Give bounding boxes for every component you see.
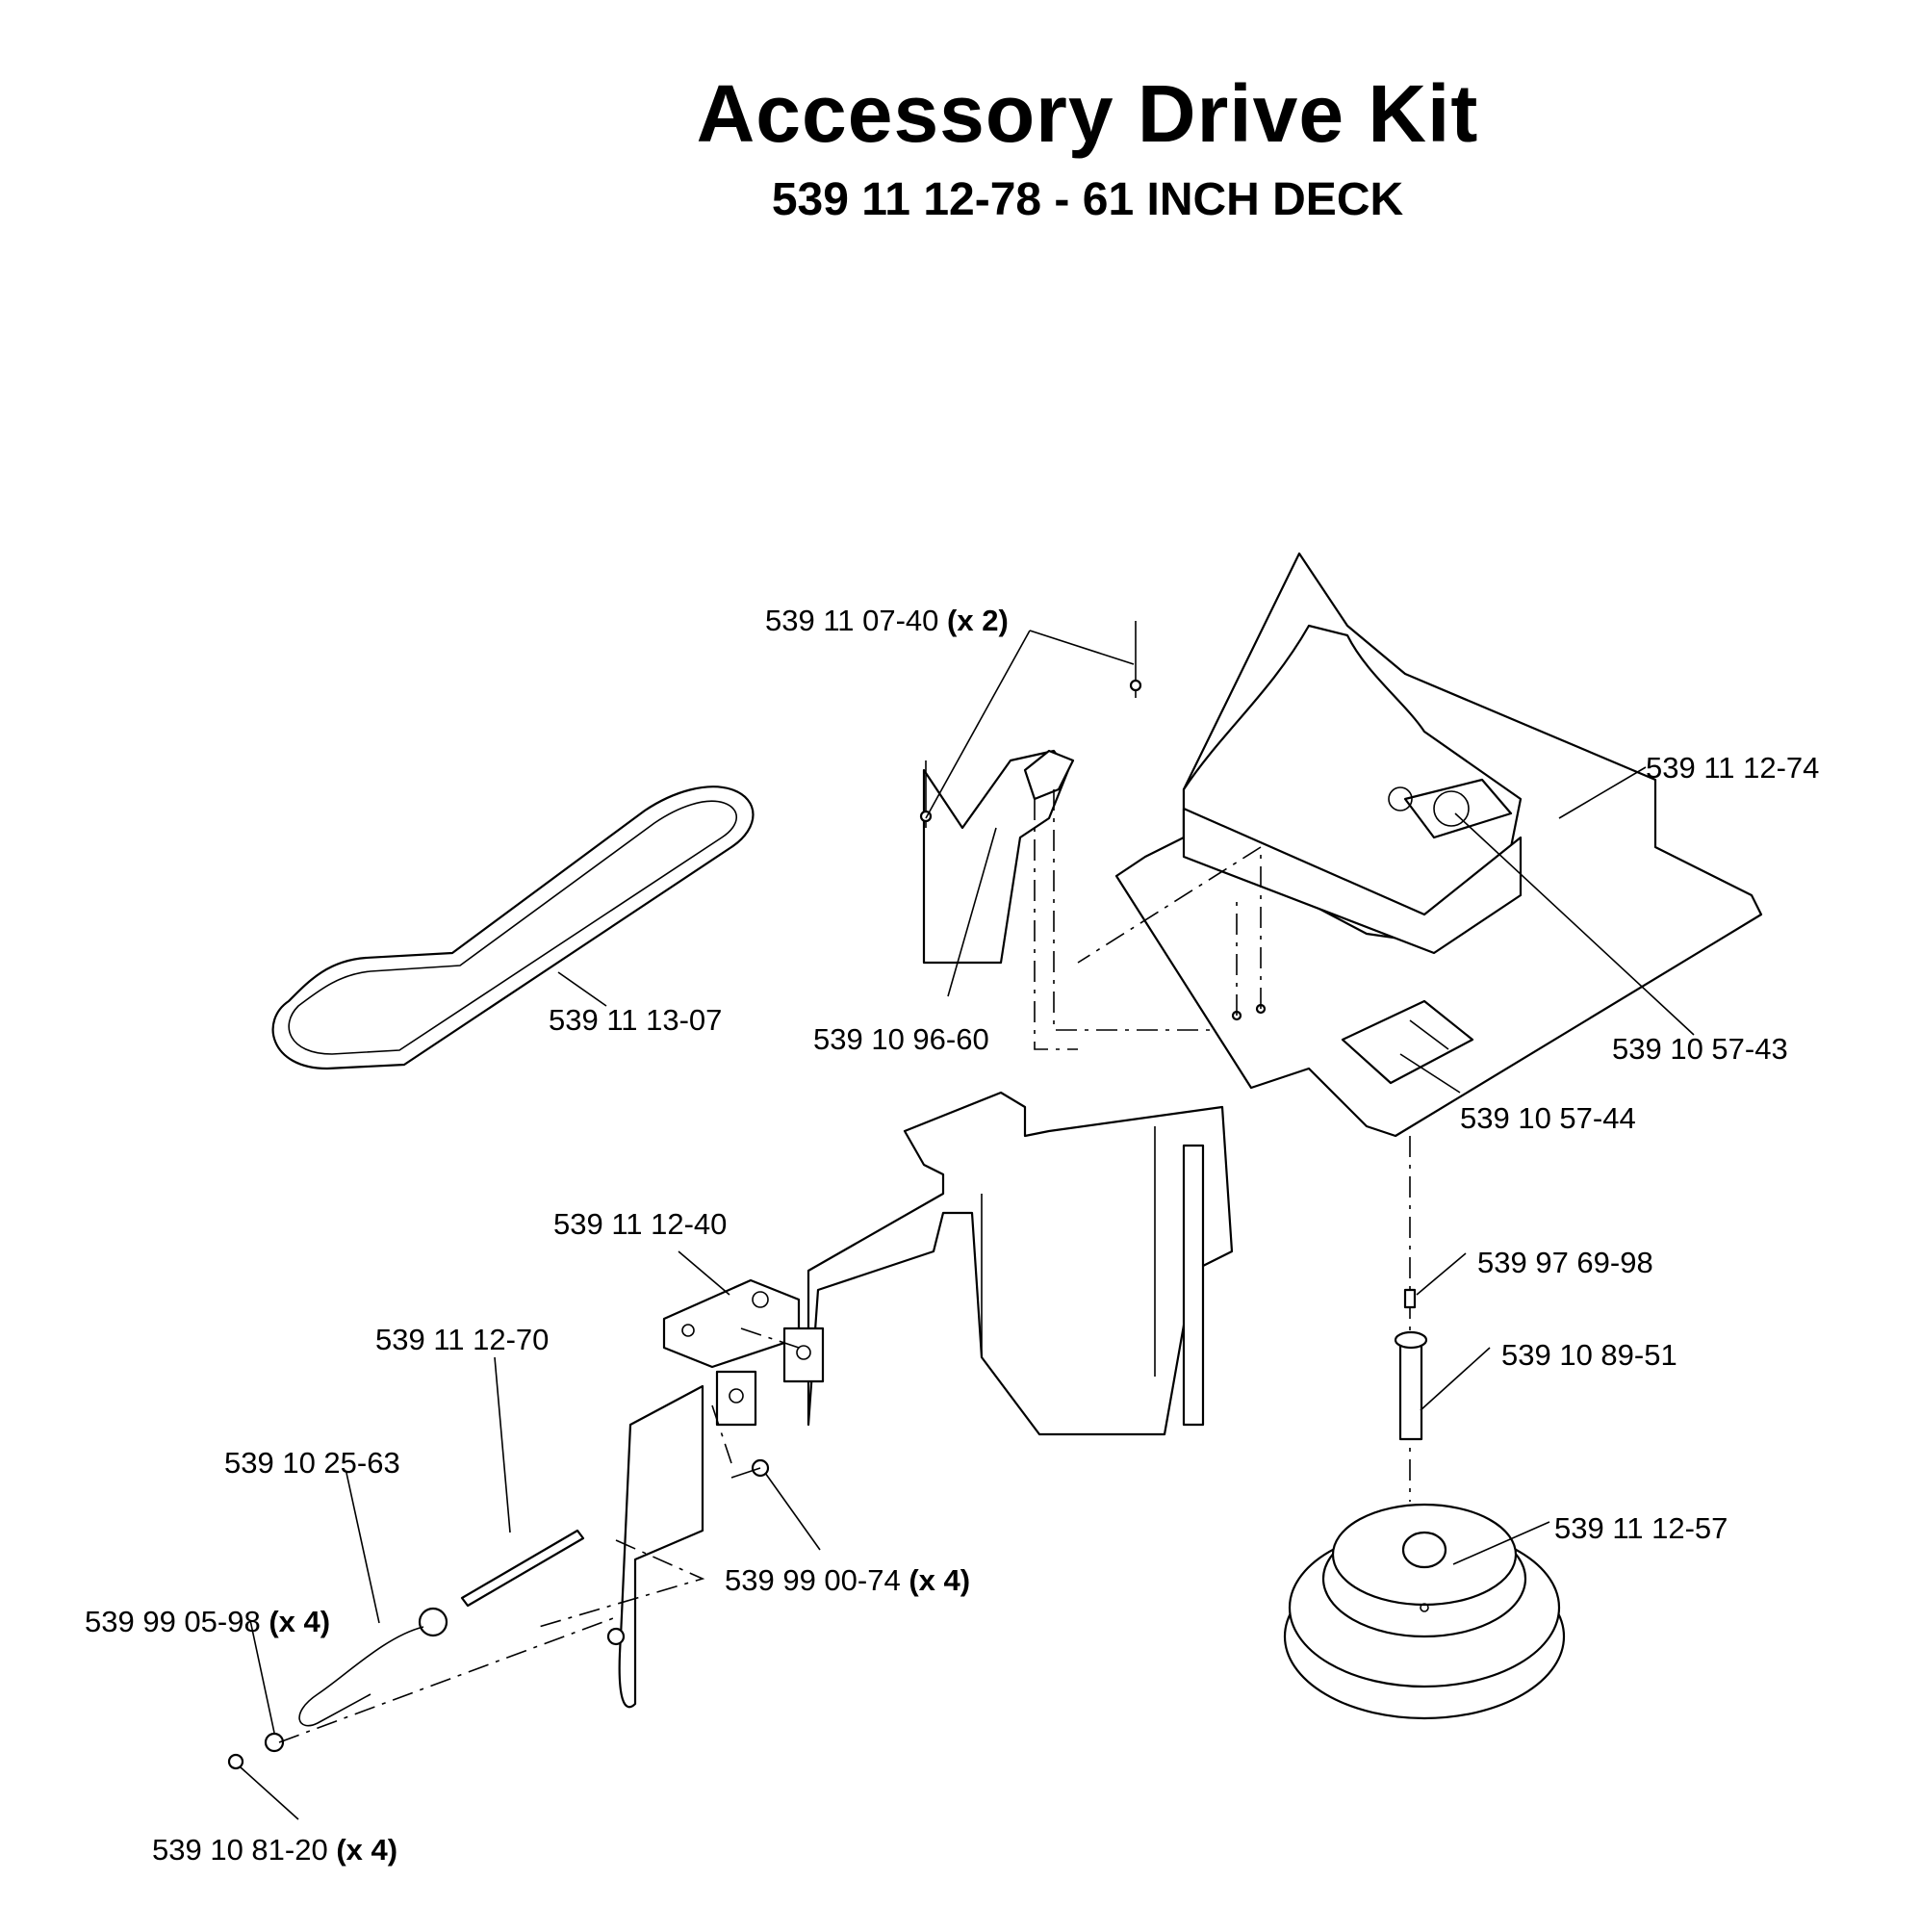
pin-and-fasteners-drawing bbox=[227, 1458, 770, 1770]
v-belt-drawing bbox=[271, 786, 755, 1070]
callout-539-11-07-40: 539 11 07-40 (x 2) bbox=[765, 604, 1009, 637]
page-subtitle: 539 11 12-78 - 61 INCH DECK bbox=[771, 174, 1404, 225]
pulley-assembly-drawing bbox=[1283, 1136, 1566, 1720]
callout-539-99-00-74: 539 99 00-74 (x 4) bbox=[725, 1563, 970, 1597]
callout-539-10-96-60: 539 10 96-60 bbox=[813, 1022, 989, 1056]
callout-539-97-69-98: 539 97 69-98 bbox=[1477, 1246, 1653, 1279]
callout-539-10-57-43: 539 10 57-43 bbox=[1612, 1032, 1788, 1066]
callout-539-11-13-07: 539 11 13-07 bbox=[549, 1003, 722, 1037]
callout-539-10-81-20: 539 10 81-20 (x 4) bbox=[152, 1833, 397, 1867]
callout-539-10-57-44: 539 10 57-44 bbox=[1460, 1101, 1636, 1135]
pin-and-bracket-drawing bbox=[919, 621, 1261, 1050]
deck-cover-drawing bbox=[1077, 552, 1763, 1138]
leader-lines bbox=[240, 630, 1695, 1820]
callout-539-99-05-98: 539 99 05-98 (x 4) bbox=[85, 1605, 330, 1638]
callout-539-11-12-57: 539 11 12-57 bbox=[1554, 1511, 1728, 1545]
callout-539-11-12-70: 539 11 12-70 bbox=[375, 1323, 549, 1356]
callout-labels: 539 11 07-40 (x 2) 539 11 12-74 539 11 1… bbox=[85, 604, 1819, 1867]
callout-539-10-89-51: 539 10 89-51 bbox=[1501, 1338, 1677, 1372]
belt-guard-drawing bbox=[538, 1091, 1234, 1709]
callout-539-11-12-74: 539 11 12-74 bbox=[1646, 751, 1819, 785]
callout-539-11-12-40: 539 11 12-40 bbox=[553, 1207, 727, 1241]
page-title: Accessory Drive Kit bbox=[696, 68, 1479, 159]
callout-539-10-25-63: 539 10 25-63 bbox=[224, 1446, 400, 1480]
